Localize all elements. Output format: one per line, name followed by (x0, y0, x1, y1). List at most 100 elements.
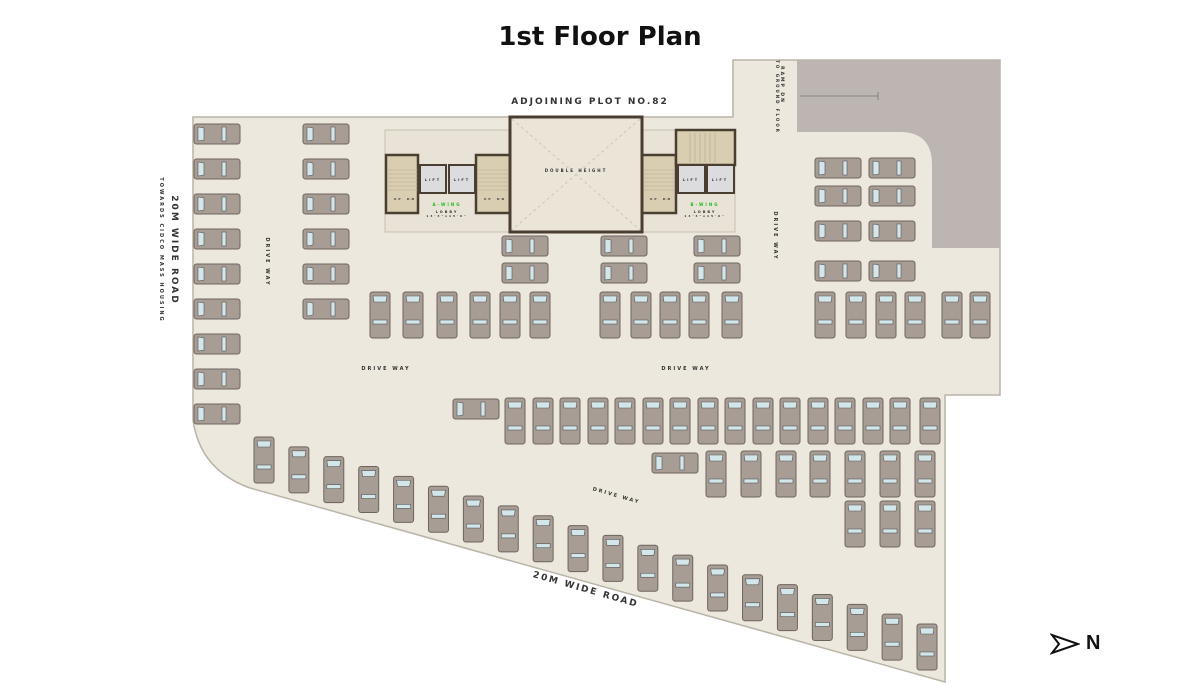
parking-spaces (193, 123, 991, 671)
parked-car (193, 228, 241, 250)
b-wing-label: B-WING (690, 202, 719, 207)
parked-car (672, 554, 694, 602)
parked-car (914, 450, 936, 498)
staircase-b1 (640, 153, 678, 215)
parked-car (721, 291, 743, 339)
driveway-label: DRIVE WAY (772, 211, 778, 260)
a-wing-label: A-WING (432, 202, 461, 207)
staircase-a1 (384, 153, 420, 215)
parked-car (559, 397, 581, 445)
parked-car (740, 450, 762, 498)
parked-car (501, 262, 549, 284)
lift-label: LIFT (683, 178, 699, 182)
parked-car (814, 260, 862, 282)
parked-car (879, 500, 901, 548)
staircase-b2 (674, 128, 737, 167)
parked-car (814, 185, 862, 207)
parked-car (775, 450, 797, 498)
parked-car (402, 291, 424, 339)
parked-car (809, 450, 831, 498)
north-arrow-icon (1050, 632, 1080, 655)
parked-car (814, 157, 862, 179)
parked-car (814, 220, 862, 242)
parked-car (193, 298, 241, 320)
lift-b2 (706, 164, 735, 194)
parked-car (919, 397, 941, 445)
driveway-label: DRIVE WAY (361, 366, 410, 372)
parked-car (881, 613, 903, 661)
parked-car (742, 574, 764, 622)
parked-car (659, 291, 681, 339)
dn-label: DN (497, 197, 506, 201)
building-core (384, 115, 737, 234)
parked-car (834, 397, 856, 445)
north-label: N (1086, 632, 1101, 654)
parked-car (288, 446, 310, 494)
parked-car (916, 623, 938, 671)
lift-label: LIFT (712, 178, 728, 182)
parked-car (844, 450, 866, 498)
lift-a2 (448, 164, 476, 194)
parked-car (600, 262, 648, 284)
parked-car (688, 291, 710, 339)
parked-car (941, 291, 963, 339)
parked-car (504, 397, 526, 445)
parked-car (193, 193, 241, 215)
lobby-label: LOBBY (694, 210, 717, 214)
parked-car (875, 291, 897, 339)
parked-car (302, 228, 350, 250)
parked-car (651, 452, 699, 474)
ramp-sublabel: TO GROUND FLOOR (775, 60, 780, 134)
up-label: UP (650, 197, 659, 201)
parked-car (693, 235, 741, 257)
parked-car (969, 291, 991, 339)
parked-car (600, 235, 648, 257)
parked-car (302, 298, 350, 320)
parked-car (862, 397, 884, 445)
lift-b1 (677, 164, 706, 194)
page-title: 1st Floor Plan (498, 22, 702, 52)
up-label: UP (484, 197, 493, 201)
ramp-label: RAMP DN (779, 66, 785, 104)
parked-car (193, 158, 241, 180)
parked-car (614, 397, 636, 445)
parked-car (532, 397, 554, 445)
parked-car (193, 333, 241, 355)
parked-car (776, 584, 798, 632)
lift-a1 (419, 164, 447, 194)
parked-car (868, 220, 916, 242)
parked-car (879, 450, 901, 498)
parked-car (358, 466, 380, 514)
dn-label: DN (663, 197, 672, 201)
parked-car (697, 397, 719, 445)
parked-car (193, 368, 241, 390)
parked-car (845, 291, 867, 339)
parked-car (587, 397, 609, 445)
parked-car (807, 397, 829, 445)
parked-car (868, 185, 916, 207)
parked-car (253, 436, 275, 484)
parked-car (844, 500, 866, 548)
lobby-size: 14'3"x15'6" (684, 214, 725, 218)
parked-car (707, 564, 729, 612)
left-road-sublabel: TOWARDS CIDCO MASS HOUSING (158, 177, 164, 322)
parked-car (630, 291, 652, 339)
north-indicator: N (1050, 632, 1100, 655)
parked-car (427, 485, 449, 533)
parked-car (868, 260, 916, 282)
parked-car (889, 397, 911, 445)
parked-car (323, 456, 345, 504)
lift-label: LIFT (425, 178, 441, 182)
parked-car (693, 262, 741, 284)
parked-car (452, 398, 500, 420)
parked-car (302, 158, 350, 180)
up-label: UP (394, 197, 403, 201)
parked-car (529, 291, 551, 339)
parked-car (814, 291, 836, 339)
parked-car (193, 123, 241, 145)
parked-car (193, 403, 241, 425)
parked-car (914, 500, 936, 548)
parked-car (642, 397, 664, 445)
parked-car (302, 193, 350, 215)
